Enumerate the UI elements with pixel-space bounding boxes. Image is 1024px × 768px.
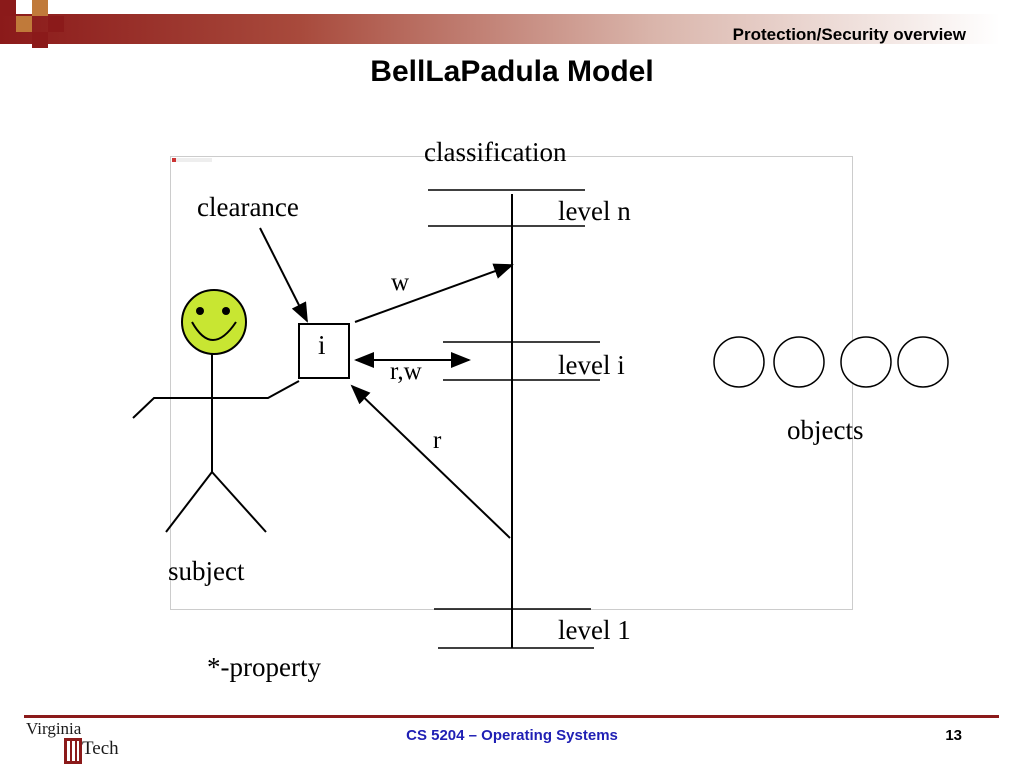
readwrite-arrow-label: r,w: [390, 358, 422, 385]
object-circle-3: [840, 336, 892, 388]
vt-mark-icon: [64, 738, 82, 764]
logo-text-top: Virginia: [26, 719, 82, 738]
clearance-label: clearance: [197, 192, 299, 222]
logo-text-bottom: Tech: [82, 738, 119, 759]
header-band: [0, 14, 1000, 44]
checker-square-4: [48, 16, 64, 32]
write-arrow: [354, 263, 514, 323]
smiley-head: [181, 289, 247, 355]
read-arrow: [350, 384, 511, 539]
subject-label: subject: [168, 556, 245, 586]
level-i-label: level i: [558, 350, 625, 380]
smiley-eye-right: [222, 307, 230, 315]
frame-marker: [172, 158, 212, 162]
figure-arms: [132, 380, 300, 419]
classification-label: classification: [424, 137, 567, 167]
object-circle-1: [713, 336, 765, 388]
clearance-arrow: [259, 227, 308, 323]
box-label: i: [318, 330, 326, 360]
checker-square-1: [0, 0, 16, 16]
star-property-label: *-property: [207, 652, 321, 682]
section-title: Protection/Security overview: [732, 25, 966, 44]
figure-leg-left: [165, 471, 213, 533]
level-1-label: level 1: [558, 615, 631, 645]
smiley-mouth: [191, 321, 237, 341]
checker-square-5: [32, 32, 48, 48]
checker-square-3: [16, 16, 32, 32]
write-arrow-label: w: [391, 269, 410, 296]
figure-leg-right: [211, 471, 267, 533]
objects-label: objects: [787, 415, 864, 445]
read-arrow-label: r: [433, 427, 442, 454]
clearance-box: [298, 323, 350, 379]
level-n-label: level n: [558, 196, 631, 226]
checker-square-2: [32, 0, 48, 16]
smiley-eye-left: [196, 307, 204, 315]
course-title: CS 5204 – Operating Systems: [406, 727, 618, 744]
object-circle-2: [773, 336, 825, 388]
virginia-tech-logo: Virginia Tech: [24, 718, 134, 766]
page-number: 13: [945, 727, 962, 744]
slide-title: BellLaPadula Model: [370, 55, 654, 88]
footer-divider: [24, 715, 999, 718]
object-circle-4: [897, 336, 949, 388]
